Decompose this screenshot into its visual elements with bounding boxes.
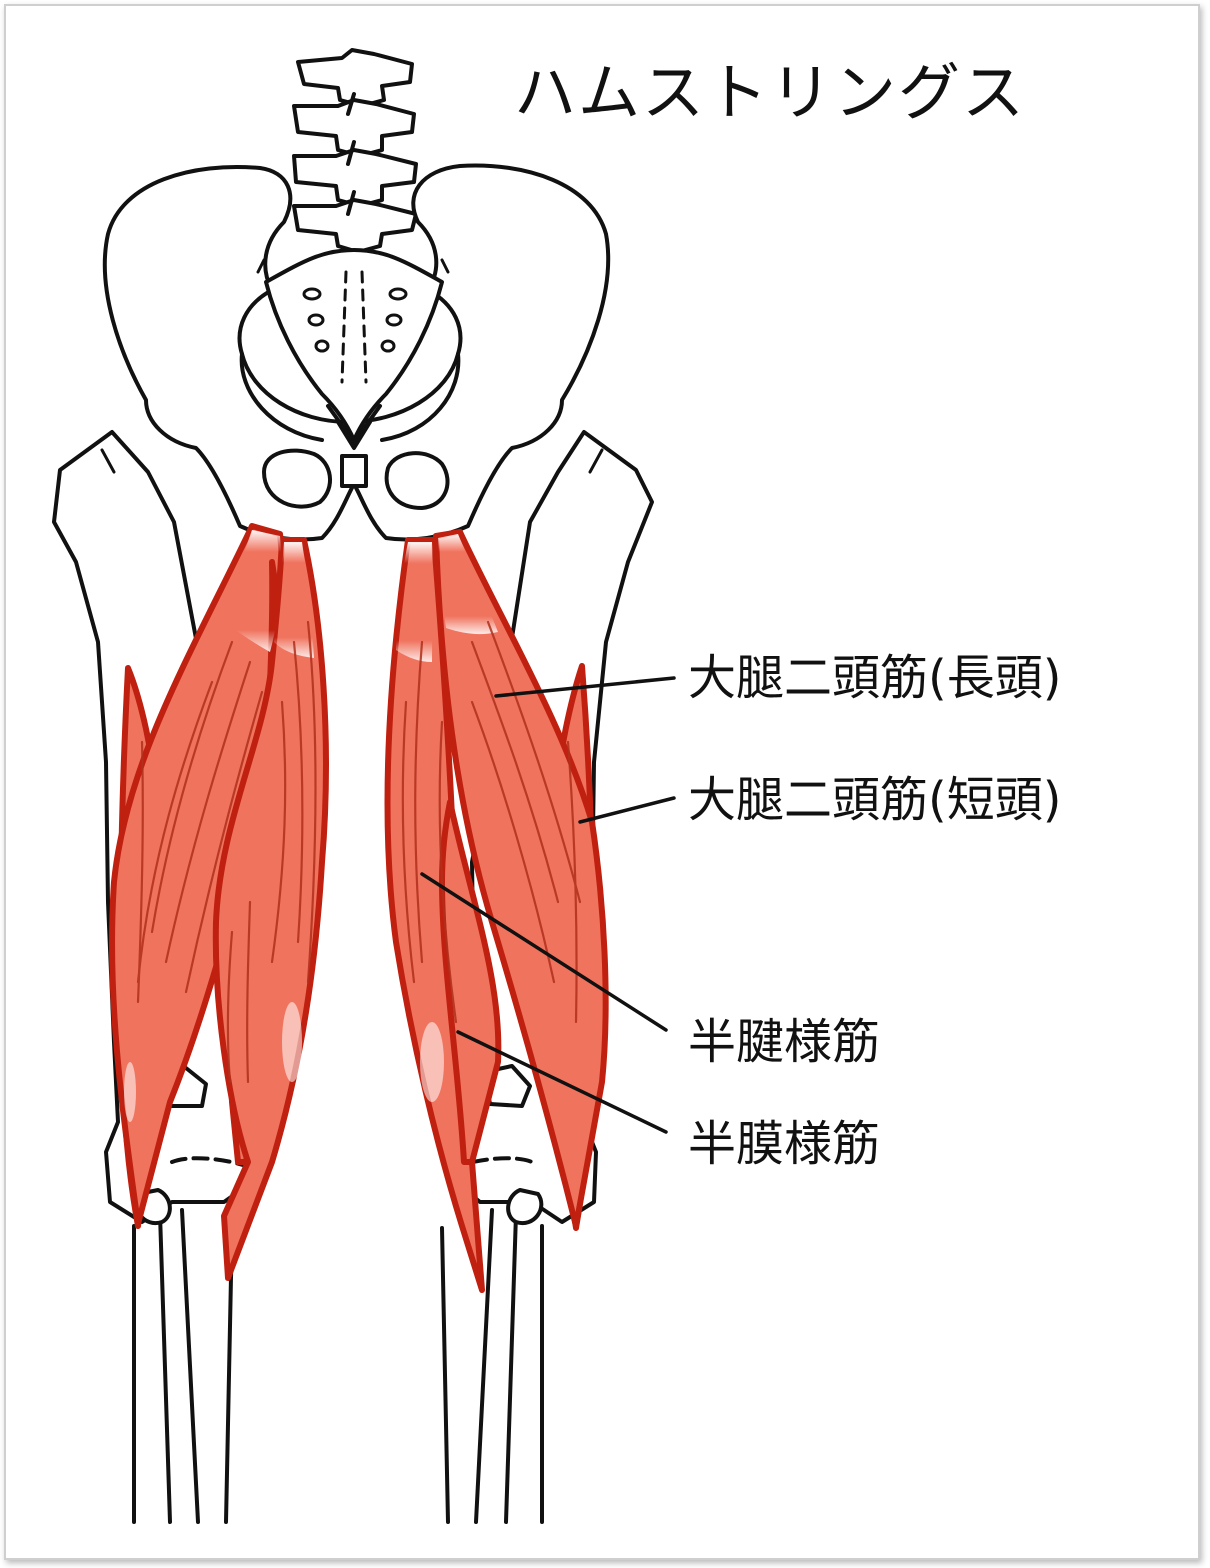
sacral-foramina	[302, 270, 408, 384]
leader-biceps-long	[494, 676, 676, 698]
right-obturator	[384, 451, 450, 510]
muscle-highlights	[222, 530, 498, 662]
left-obturator	[262, 448, 333, 509]
diagram-title: ハムストリングス	[514, 56, 1027, 129]
hamstrings-illustration	[52, 48, 676, 1524]
hamstring-muscles	[109, 523, 609, 1293]
left-semitendinosus	[212, 537, 329, 1281]
muscle-fibers	[136, 620, 582, 1084]
leader-biceps-short	[578, 796, 676, 824]
leader-semimembranosus	[456, 1030, 668, 1134]
lumbar-vertebrae	[292, 48, 418, 254]
label-biceps-femoris-long-head: 大腿二頭筋(長頭)	[688, 650, 1062, 706]
leader-lines	[420, 676, 676, 1134]
label-biceps-femoris-short-head: 大腿二頭筋(短頭)	[688, 772, 1062, 828]
lower-highlights	[124, 1002, 444, 1122]
illustration-frame: ハムストリングス 大腿二頭筋(長頭) 大腿二頭筋(短頭) 半腱様筋 半膜様筋	[4, 4, 1200, 1560]
leader-semitendinosus	[420, 872, 668, 1032]
label-semimembranosus: 半膜様筋	[688, 1116, 881, 1172]
label-semitendinosus: 半腱様筋	[688, 1014, 881, 1070]
lower-leg-bones	[132, 1156, 544, 1524]
right-biceps-long-head	[433, 529, 609, 1229]
